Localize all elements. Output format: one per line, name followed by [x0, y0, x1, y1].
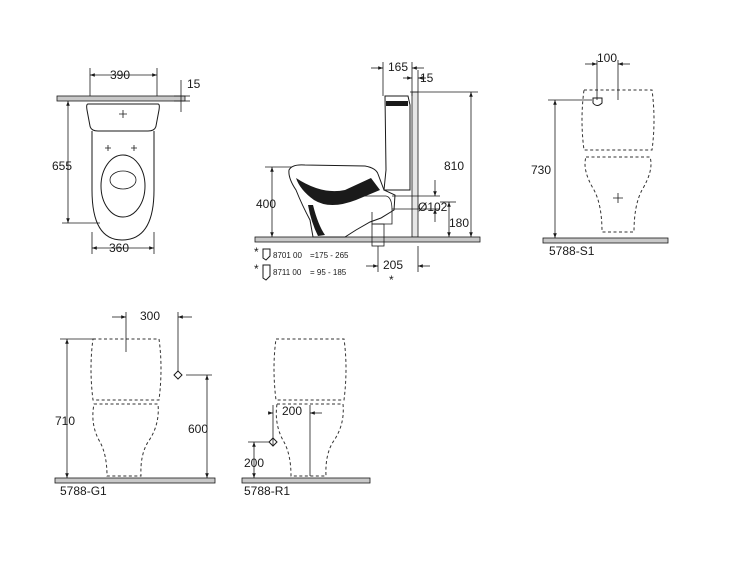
- g1-water-inlet-icon: [173, 370, 183, 380]
- side-wall: [411, 91, 419, 238]
- front-view-s1: 100 730 5788-S1: [531, 51, 669, 258]
- dim-200-horizontal: 200: [282, 404, 302, 418]
- dim-100: 100: [597, 51, 617, 65]
- side-drain-pipe: [371, 223, 385, 247]
- r1-cistern: [273, 338, 347, 401]
- dim-205: 205: [383, 258, 403, 272]
- dim-400: 400: [256, 197, 276, 211]
- dim-360: 360: [109, 241, 129, 255]
- dim-710: 710: [55, 414, 75, 428]
- side-section-view: 165 15 810 400 Ø102 180 205 * * 8701 00 …: [254, 60, 481, 287]
- dim-15-side: 15: [420, 71, 434, 85]
- side-floor: [254, 236, 481, 243]
- dim-655: 655: [52, 159, 72, 173]
- dim-180: 180: [449, 216, 469, 230]
- bend-b-code: 8711 00: [273, 268, 302, 277]
- s1-cistern: [581, 89, 655, 151]
- pan-connector-a-icon: [262, 248, 271, 261]
- plan-wall-line: [56, 95, 186, 102]
- dim-810: 810: [444, 159, 464, 173]
- asterisk-a: *: [254, 245, 259, 259]
- dim-390: 390: [110, 68, 130, 82]
- front-view-g1: 300 710 600 5788-G1: [54, 309, 216, 498]
- dim-730: 730: [531, 163, 551, 177]
- pan-connector-b-icon: [262, 264, 271, 281]
- plan-view: 390 15 655 360: [52, 68, 201, 255]
- g1-cistern: [90, 338, 162, 401]
- dim-300: 300: [140, 309, 160, 323]
- asterisk-dim: *: [389, 273, 394, 287]
- s1-flush-valve-icon: [592, 97, 603, 106]
- dim-165: 165: [388, 60, 408, 74]
- dim-15-plan: 15: [187, 77, 201, 91]
- side-foot-section: [308, 205, 325, 236]
- g1-label: 5788-G1: [60, 484, 107, 498]
- plan-bowl: [91, 131, 155, 241]
- side-bowl: [288, 164, 396, 238]
- r1-floor: [241, 477, 371, 484]
- side-outlet-bend: [356, 195, 393, 225]
- s1-bowl: [584, 156, 652, 233]
- side-trap-section: [296, 178, 380, 205]
- flush-button-icon: [119, 110, 127, 118]
- plan-pan-opening: [109, 170, 137, 190]
- plan-seat: [100, 154, 146, 218]
- r1-water-inlet-icon: [268, 437, 278, 447]
- front-view-r1: 200 200 5788-R1: [241, 338, 371, 498]
- r1-label: 5788-R1: [244, 484, 290, 498]
- side-cistern: [383, 95, 411, 191]
- dim-d102: Ø102: [418, 200, 448, 214]
- bend-b-range: = 95 - 185: [310, 268, 347, 277]
- dim-600: 600: [188, 422, 208, 436]
- side-cistern-lid: [386, 101, 408, 106]
- r1-bowl: [275, 403, 344, 477]
- g1-bowl: [92, 403, 159, 477]
- asterisk-b: *: [254, 262, 259, 276]
- g1-floor: [54, 477, 216, 484]
- s1-floor: [542, 237, 669, 244]
- bend-a-range: =175 - 265: [310, 251, 349, 260]
- seat-fixing-icon: [105, 145, 137, 151]
- plan-cistern: [86, 103, 160, 132]
- s1-label: 5788-S1: [549, 244, 595, 258]
- s1-outlet-icon: [613, 193, 623, 203]
- bend-a-code: 8701 00: [273, 251, 302, 260]
- dim-200-vertical: 200: [244, 456, 264, 470]
